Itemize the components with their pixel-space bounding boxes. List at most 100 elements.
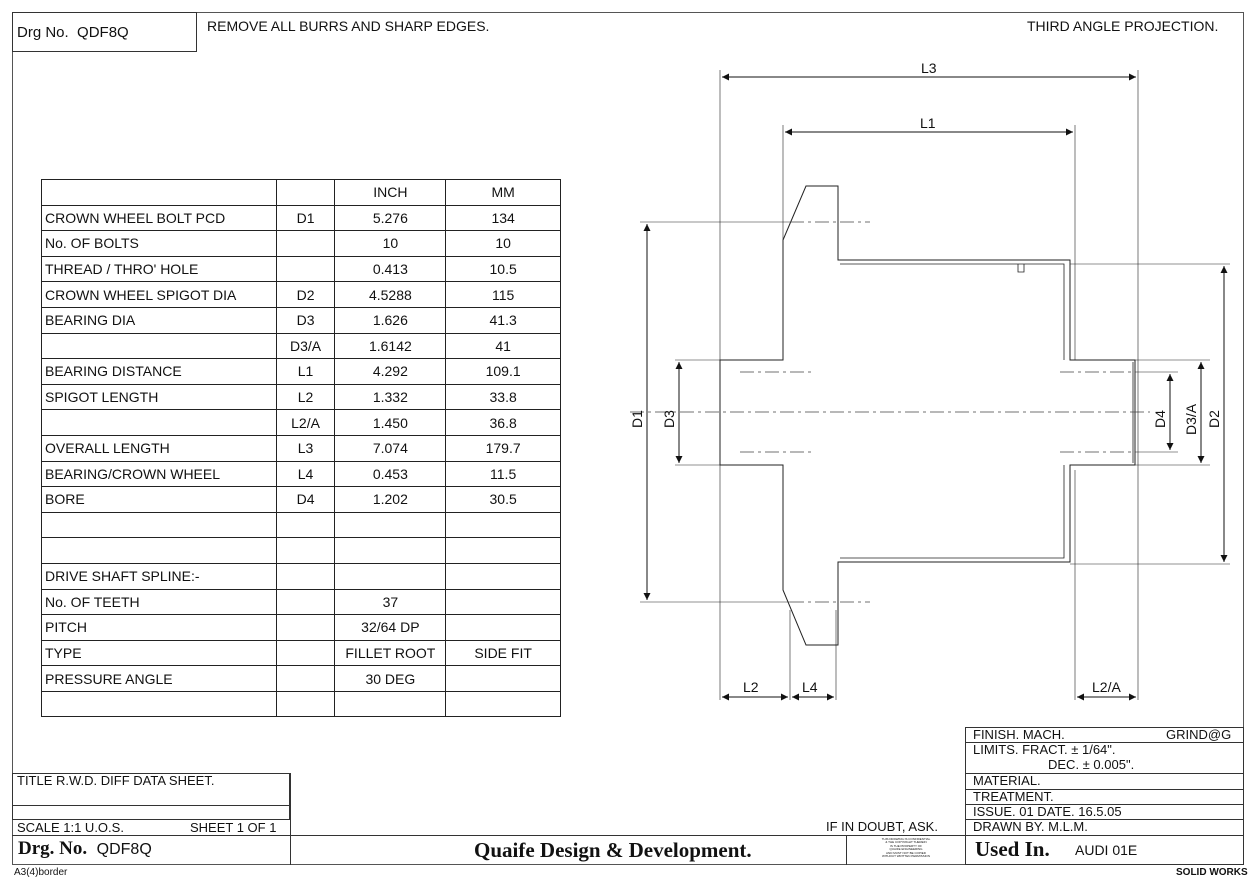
row-symbol: D1 — [275, 204, 336, 232]
copyright-notice: THIS DRAWING IS CONFIDENTIAL& THE COPYRI… — [850, 837, 962, 858]
scale-text: SCALE 1:1 U.O.S. — [17, 820, 124, 835]
copyright-line: & THE COPYRIGHT THEREIN — [885, 840, 927, 845]
dim-label-d2: D2 — [1206, 410, 1222, 428]
row-label: CROWN WHEEL SPIGOT DIA — [41, 281, 277, 308]
row-symbol: D3/A — [275, 332, 336, 360]
used-in-label: Used In. — [975, 837, 1050, 861]
row-mm — [445, 511, 561, 539]
row-inch: 7.074 — [334, 434, 447, 462]
row-inch: 5.276 — [334, 204, 447, 232]
row-symbol: D2 — [275, 281, 336, 308]
drg-no-value: QDF8Q — [77, 24, 129, 41]
row-label: BEARING/CROWN WHEEL — [41, 460, 277, 488]
dim-label-d4: D4 — [1152, 410, 1168, 428]
row-mm: 33.8 — [445, 383, 561, 411]
row-mm — [445, 537, 561, 564]
table-row: PITCH 32/64 DP — [41, 614, 561, 641]
row-label: BEARING DIA — [41, 306, 277, 334]
row-symbol — [275, 588, 336, 616]
row-inch: 4.292 — [334, 358, 447, 385]
row-inch: 32/64 DP — [334, 614, 447, 641]
used-in-value: AUDI 01E — [1075, 842, 1138, 858]
row-label: PITCH — [41, 614, 277, 641]
table-row: DRIVE SHAFT SPLINE:- — [41, 562, 561, 590]
row-inch: 1.450 — [334, 409, 447, 436]
row-label: BORE — [41, 486, 277, 513]
title-text: TITLE R.W.D. DIFF DATA SHEET. — [17, 773, 215, 788]
row-mm: 11.5 — [445, 460, 561, 488]
row-label — [41, 511, 277, 539]
row-label — [41, 690, 277, 718]
sheet-border — [12, 12, 1244, 865]
row-symbol: L1 — [275, 358, 336, 385]
projection-label: THIRD ANGLE PROJECTION. — [1027, 18, 1219, 34]
row-mm — [445, 690, 561, 718]
row-inch: 4.5288 — [334, 281, 447, 308]
row-mm: 115 — [445, 281, 561, 308]
copyright-line: IS THE PROPERTY OF — [890, 843, 922, 848]
row-mm — [445, 562, 561, 590]
row-symbol — [275, 639, 336, 667]
drawn-by: DRAWN BY. M.L.M. — [973, 819, 1088, 834]
row-label: BEARING DISTANCE — [41, 358, 277, 385]
table-header-row: INCH MM — [41, 179, 561, 206]
row-symbol: L2/A — [275, 409, 336, 436]
row-symbol — [275, 665, 336, 692]
row-mm: 41 — [445, 332, 561, 360]
row-label: No. OF BOLTS — [41, 230, 277, 257]
table-row — [41, 690, 561, 718]
row-mm: SIDE FIT — [445, 639, 561, 667]
dim-label-l2: L2 — [743, 679, 759, 695]
header-note: REMOVE ALL BURRS AND SHARP EDGES. — [207, 18, 490, 34]
company-name: Quaife Design & Development. — [474, 838, 752, 862]
drg-no-footer-value: QDF8Q — [96, 841, 152, 858]
row-mm: 134 — [445, 204, 561, 232]
row-inch: 0.453 — [334, 460, 447, 488]
row-symbol — [275, 537, 336, 564]
issue-date: ISSUE. 01 DATE. 16.5.05 — [973, 804, 1122, 819]
row-label — [41, 409, 277, 436]
footer-border-label: A3(4)border — [14, 867, 68, 878]
col-inch: INCH — [334, 179, 447, 206]
row-symbol: L2 — [275, 383, 336, 411]
row-mm: 179.7 — [445, 434, 561, 462]
header-drg-label: Drg No. QDF8Q — [17, 24, 129, 41]
row-mm: 41.3 — [445, 306, 561, 334]
dim-label-l1: L1 — [920, 115, 936, 131]
table-row: No. OF TEETH 37 — [41, 588, 561, 616]
row-inch: 37 — [334, 588, 447, 616]
dim-label-d1: D1 — [629, 410, 645, 428]
row-symbol — [275, 562, 336, 590]
copyright-line: AND MUST NOT BE COPIED — [886, 850, 926, 855]
row-label: OVERALL LENGTH — [41, 434, 277, 462]
row-symbol: L4 — [275, 460, 336, 488]
finish-label: FINISH. MACH. — [973, 727, 1065, 742]
row-label: CROWN WHEEL BOLT PCD — [41, 204, 277, 232]
treatment-label: TREATMENT. — [973, 789, 1054, 804]
row-label — [41, 537, 277, 564]
row-symbol: D4 — [275, 486, 336, 513]
drg-no-footer-label: Drg. No. — [18, 838, 88, 859]
row-inch: 1.332 — [334, 383, 447, 411]
footer-software: SOLID WORKS — [1176, 867, 1248, 878]
row-label: No. OF TEETH — [41, 588, 277, 616]
dim-label-d3a: D3/A — [1183, 403, 1199, 435]
row-label: SPIGOT LENGTH — [41, 383, 277, 411]
row-symbol — [275, 614, 336, 641]
copyright-line: QUAIFE ENGINEERING — [889, 847, 923, 852]
drg-no-box — [12, 12, 197, 52]
row-mm — [445, 665, 561, 692]
row-inch: 1.626 — [334, 306, 447, 334]
dim-label-d3: D3 — [661, 410, 677, 428]
